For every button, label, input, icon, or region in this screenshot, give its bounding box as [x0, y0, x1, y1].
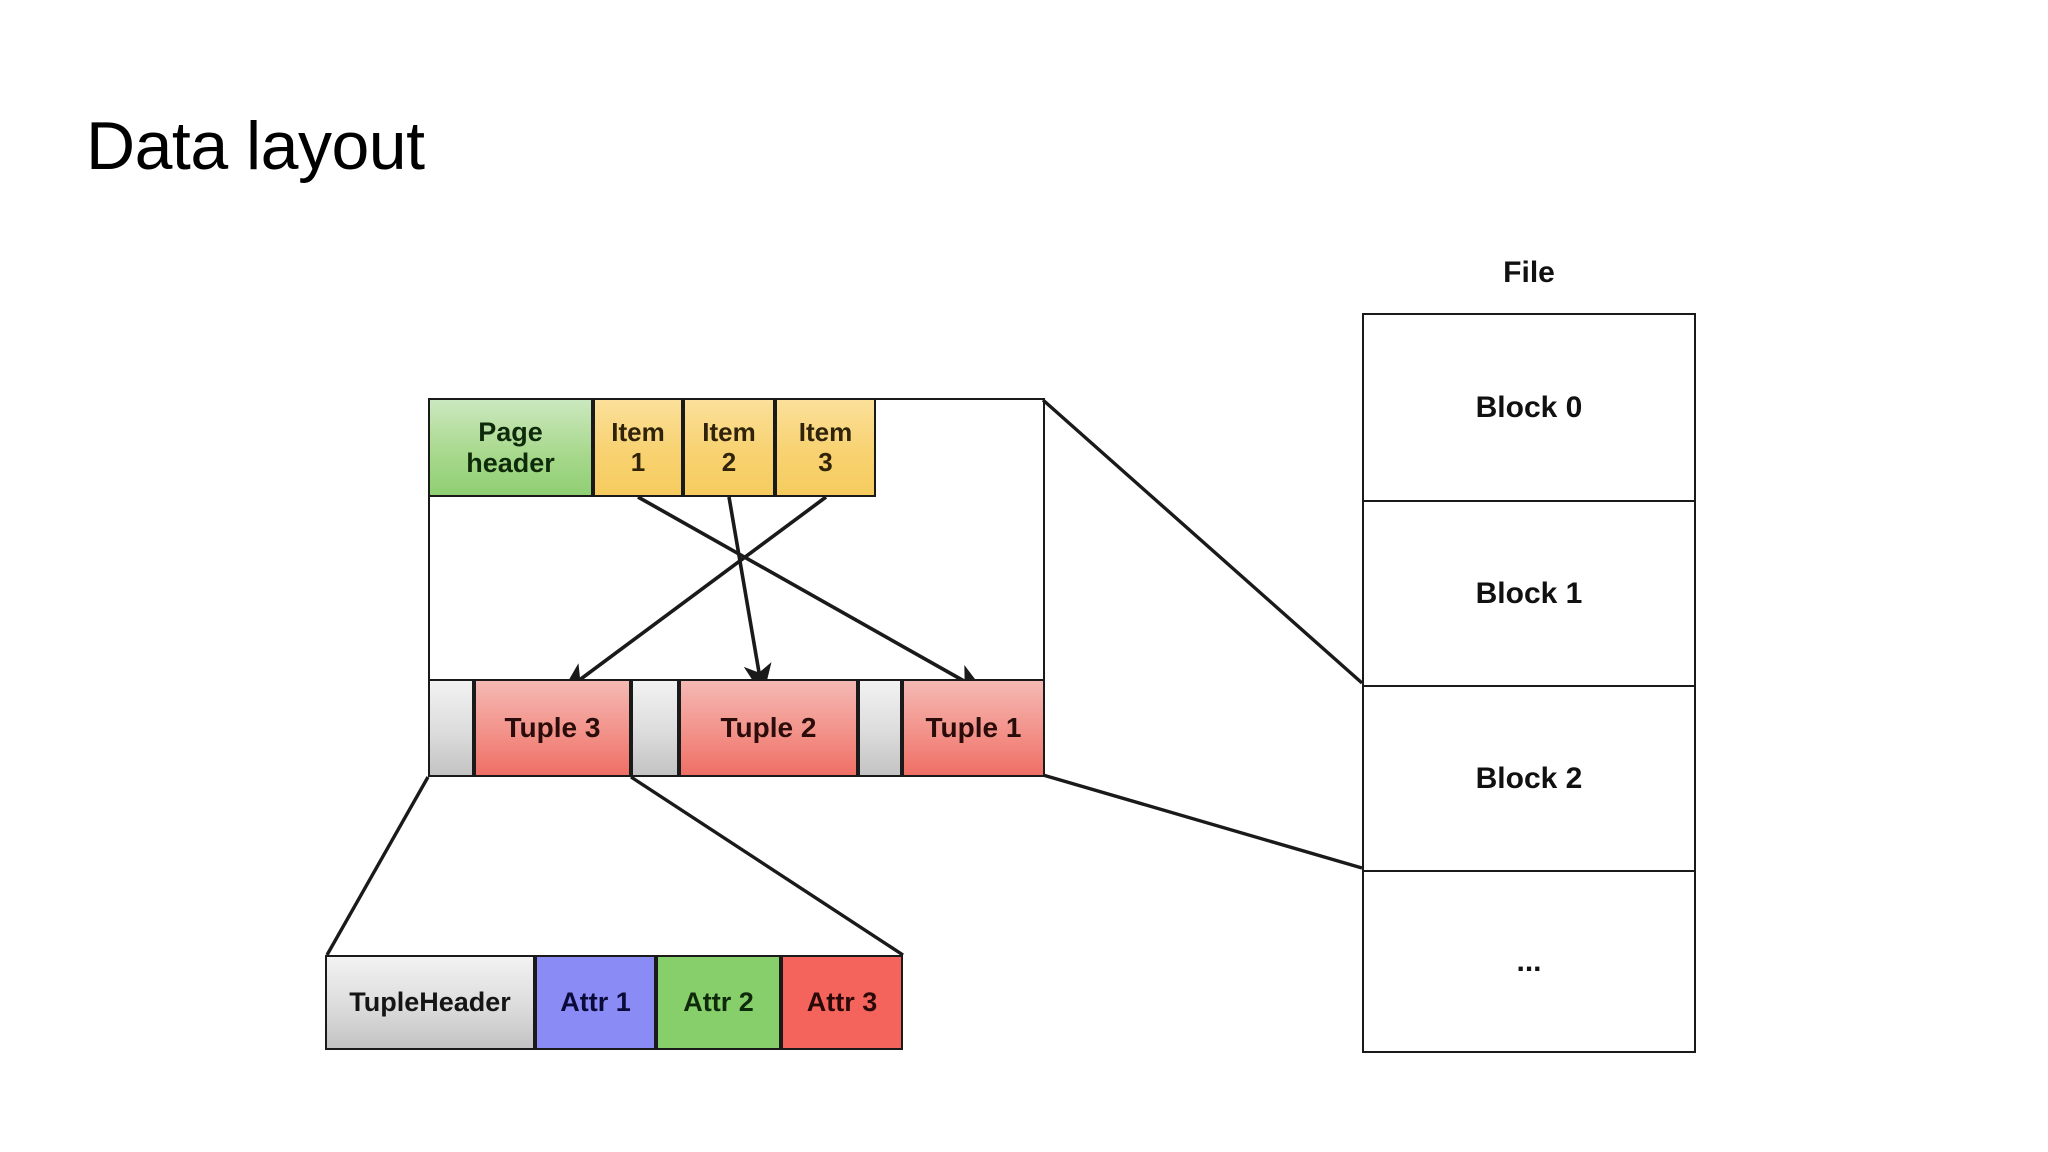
tuple-gap-cell-3	[858, 679, 902, 777]
attr-3-label: Attr 3	[806, 987, 878, 1018]
file-block-2: Block 2	[1364, 685, 1694, 870]
file-block-2-label: Block 2	[1475, 761, 1583, 795]
item-cell-3: Item 3	[775, 398, 876, 497]
file-block-1: Block 1	[1364, 500, 1694, 685]
item-cell-1: Item 1	[593, 398, 683, 497]
tupleheader-cell: TupleHeader	[325, 955, 535, 1050]
tuple-gap-cell-1	[428, 679, 474, 777]
attr-cell-1: Attr 1	[535, 955, 656, 1050]
page-title: Data layout	[86, 108, 425, 184]
item-1-line2: 1	[630, 446, 646, 477]
tuple3-to-detail-right	[630, 775, 904, 957]
attr-2-label: Attr 2	[683, 987, 754, 1018]
attr-cell-3: Attr 3	[781, 955, 903, 1050]
page-header-line2: header	[466, 447, 555, 478]
file-column: Block 0 Block 1 Block 2 ...	[1362, 313, 1696, 1053]
attr-1-label: Attr 1	[560, 987, 631, 1018]
tuple-cell-2: Tuple 2	[679, 679, 858, 777]
tuple-gap-cell-2	[631, 679, 679, 777]
file-block-0-label: Block 0	[1475, 390, 1583, 424]
item-2-line2: 2	[721, 446, 737, 477]
item-cell-2: Item 2	[683, 398, 775, 497]
file-title: File	[1503, 256, 1555, 289]
page-to-block2-bottom	[1042, 773, 1363, 870]
page-header-line1: Page	[478, 417, 543, 448]
tuple-3-label: Tuple 3	[504, 712, 601, 744]
item-3-line2: 3	[818, 446, 833, 477]
tuple-2-label: Tuple 2	[720, 712, 817, 744]
tuple3-to-detail-left	[325, 776, 430, 956]
attr-cell-2: Attr 2	[656, 955, 781, 1050]
file-block-ellipsis-label: ...	[1516, 944, 1542, 978]
page-header-cell: Page header	[428, 398, 593, 497]
page-to-block2-top	[1041, 398, 1364, 685]
file-block-1-label: Block 1	[1475, 576, 1583, 610]
tuple-1-label: Tuple 1	[925, 712, 1022, 744]
file-block-0: Block 0	[1364, 315, 1694, 500]
tuple-cell-3: Tuple 3	[474, 679, 631, 777]
item-2-line1: Item	[702, 417, 756, 448]
item-1-line1: Item	[611, 417, 665, 448]
file-block-ellipsis: ...	[1364, 870, 1694, 1051]
item-3-line1: Item	[798, 417, 853, 448]
tupleheader-label: TupleHeader	[349, 987, 511, 1018]
tuple-cell-1: Tuple 1	[902, 679, 1045, 777]
